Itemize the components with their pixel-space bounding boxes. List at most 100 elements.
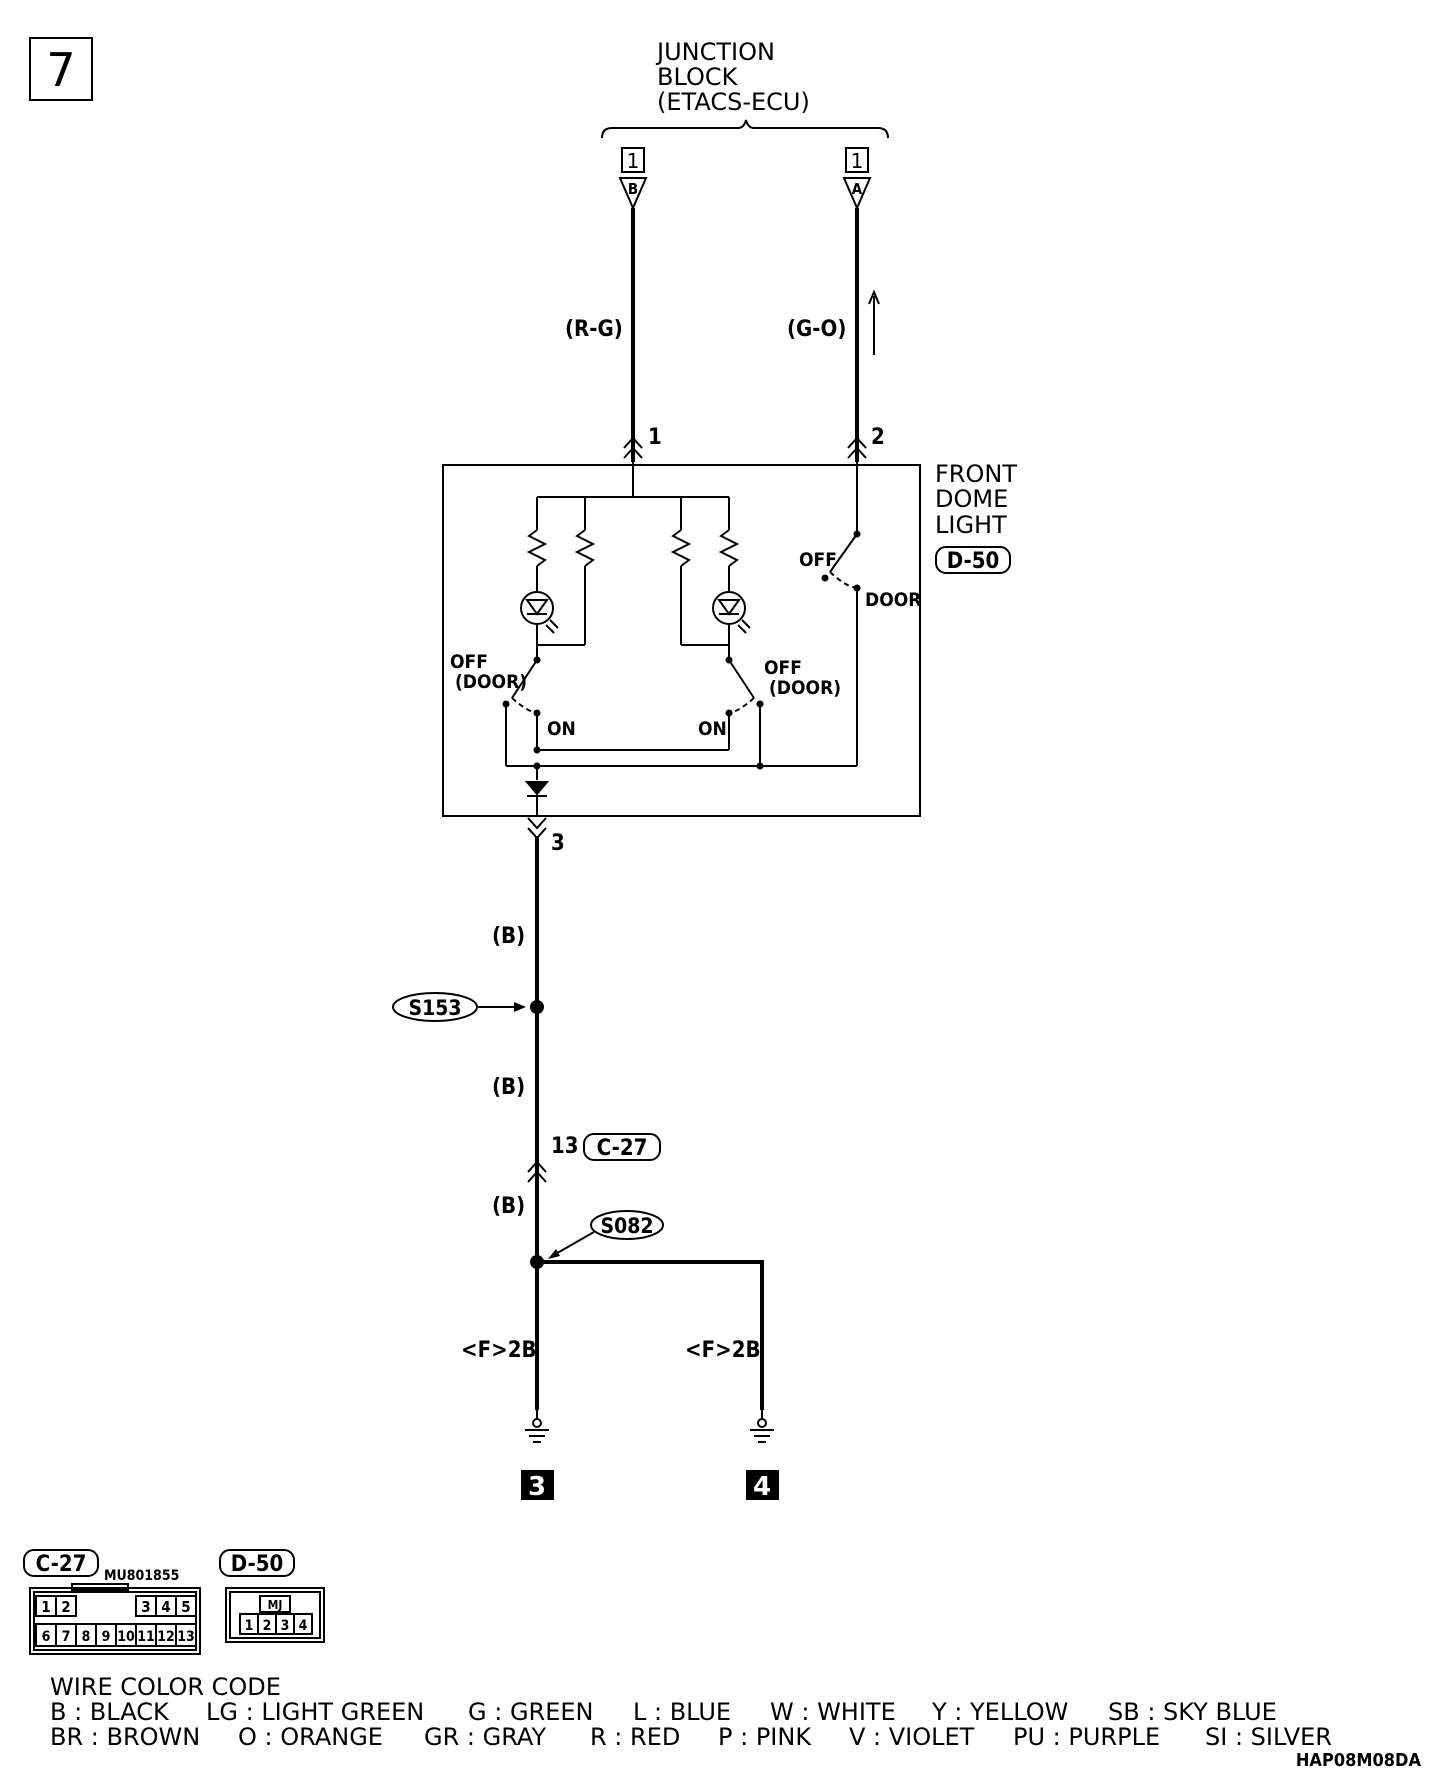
current-arrow bbox=[868, 289, 880, 355]
color-code-entry: B : BLACK bbox=[50, 1698, 170, 1726]
svg-text:4: 4 bbox=[161, 1598, 170, 1616]
svg-text:S082: S082 bbox=[600, 1214, 653, 1238]
svg-text:8: 8 bbox=[82, 1629, 91, 1645]
d50-pin-3: 3 bbox=[275, 1613, 295, 1635]
left-switch-on: ON bbox=[547, 718, 576, 740]
wire-color-right: (G-O) bbox=[787, 317, 846, 342]
connector-c27-badge: C-27 bbox=[583, 1133, 661, 1161]
connector-left-top: 1 B bbox=[618, 147, 648, 211]
door-switch-door: DOOR bbox=[865, 589, 921, 611]
svg-text:B: B bbox=[628, 180, 638, 198]
color-code-entry: V : VIOLET bbox=[849, 1723, 975, 1751]
right-switch-on: ON bbox=[698, 718, 727, 740]
pin-13-label: 13 bbox=[551, 1134, 579, 1159]
right-switch-door: (DOOR) bbox=[769, 677, 841, 699]
c27-pin-8: 8 bbox=[75, 1623, 97, 1647]
c27-pin-2: 2 bbox=[55, 1595, 77, 1617]
component-code-badge: D-50 bbox=[935, 546, 1011, 574]
resistor-4 bbox=[718, 529, 740, 567]
c27-pin-10: 10 bbox=[115, 1623, 137, 1647]
svg-text:1: 1 bbox=[41, 1598, 50, 1616]
pin-3-label: 3 bbox=[551, 831, 565, 856]
pin-marker-13 bbox=[527, 1160, 547, 1183]
c27-pin-1: 1 bbox=[35, 1595, 57, 1617]
c27-pin-5: 5 bbox=[175, 1595, 197, 1617]
color-code-entry: PU : PURPLE bbox=[1013, 1723, 1160, 1751]
c27-pin-6: 6 bbox=[35, 1623, 57, 1647]
svg-text:3: 3 bbox=[528, 1472, 546, 1502]
color-code-entry: LG : LIGHT GREEN bbox=[206, 1698, 424, 1726]
c27-pin-11: 11 bbox=[135, 1623, 157, 1647]
bulb-right bbox=[712, 591, 751, 634]
svg-text:5: 5 bbox=[181, 1598, 190, 1616]
color-code-entry: W : WHITE bbox=[770, 1698, 896, 1726]
svg-text:D-50: D-50 bbox=[231, 1552, 284, 1577]
svg-text:C-27: C-27 bbox=[36, 1552, 87, 1577]
svg-text:D-50: D-50 bbox=[947, 549, 1000, 574]
junction-line3: (ETACS-ECU) bbox=[657, 88, 810, 116]
junction-line1: JUNCTION bbox=[655, 38, 775, 66]
svg-text:1: 1 bbox=[851, 149, 864, 173]
pin-2-label: 2 bbox=[871, 425, 885, 450]
c27-pin-7: 7 bbox=[55, 1623, 77, 1647]
color-code-entry: L : BLUE bbox=[633, 1698, 731, 1726]
door-switch-off: OFF bbox=[799, 549, 837, 571]
c27-pin-12: 12 bbox=[155, 1623, 177, 1647]
ground-point-3: 3 bbox=[521, 1470, 554, 1502]
ground-symbol-right bbox=[750, 1410, 774, 1443]
pin-marker-2 bbox=[847, 436, 867, 459]
front-dome-light-box bbox=[442, 464, 921, 817]
color-code-entry: P : PINK bbox=[718, 1723, 812, 1751]
c27-pin-13: 13 bbox=[175, 1623, 197, 1647]
svg-text:4: 4 bbox=[753, 1472, 771, 1502]
ground-left-label: <F>2B bbox=[461, 1338, 537, 1363]
svg-text:6: 6 bbox=[42, 1629, 51, 1645]
svg-text:2: 2 bbox=[61, 1598, 70, 1616]
c27-pin-3: 3 bbox=[135, 1595, 157, 1617]
page-number: 7 bbox=[46, 43, 75, 97]
junction-line2: BLOCK bbox=[657, 63, 739, 91]
right-switch-off: OFF bbox=[764, 657, 802, 679]
wire-black-branch bbox=[537, 1260, 764, 1410]
diode bbox=[524, 781, 550, 796]
pin-1-label: 1 bbox=[648, 425, 662, 450]
svg-text:4: 4 bbox=[299, 1618, 308, 1634]
wire-color-b3: (B) bbox=[492, 1194, 525, 1219]
svg-text:3: 3 bbox=[281, 1618, 290, 1634]
svg-text:S153: S153 bbox=[408, 996, 461, 1020]
wire-color-b1: (B) bbox=[492, 924, 525, 949]
svg-text:MJ: MJ bbox=[268, 1598, 283, 1612]
color-code-entry: G : GREEN bbox=[468, 1698, 594, 1726]
component-line3: LIGHT bbox=[935, 511, 1007, 539]
svg-text:7: 7 bbox=[62, 1629, 71, 1645]
color-code-entry: SI : SILVER bbox=[1205, 1723, 1332, 1751]
resistor-3 bbox=[670, 529, 692, 567]
svg-text:9: 9 bbox=[102, 1629, 111, 1645]
color-code-entry: GR : GRAY bbox=[424, 1723, 546, 1751]
c27-pin-9: 9 bbox=[95, 1623, 117, 1647]
svg-text:C-27: C-27 bbox=[597, 1136, 648, 1161]
d50-pin-1: 1 bbox=[239, 1613, 259, 1635]
color-code-entry: SB : SKY BLUE bbox=[1108, 1698, 1277, 1726]
wire-color-left: (R-G) bbox=[565, 317, 623, 342]
color-code-entry: BR : BROWN bbox=[50, 1723, 200, 1751]
color-code-entry: O : ORANGE bbox=[238, 1723, 383, 1751]
svg-text:1: 1 bbox=[245, 1618, 254, 1634]
resistor-1 bbox=[526, 529, 548, 567]
splice-s082: S082 bbox=[530, 1210, 664, 1269]
junction-block-label: JUNCTION BLOCK (ETACS-ECU) bbox=[601, 38, 889, 139]
component-line2: DOME bbox=[935, 485, 1008, 513]
page-number-box: 7 bbox=[29, 37, 93, 101]
svg-text:2: 2 bbox=[263, 1618, 272, 1634]
svg-text:MU801855: MU801855 bbox=[104, 1568, 179, 1584]
d50-pin-2: 2 bbox=[257, 1613, 277, 1635]
svg-text:A: A bbox=[852, 180, 863, 198]
pin-marker-1 bbox=[623, 436, 643, 459]
splice-s153: S153 bbox=[392, 992, 544, 1022]
dome-light-internal-circuit bbox=[502, 462, 861, 816]
wire-color-b2: (B) bbox=[492, 1075, 525, 1100]
ground-point-4: 4 bbox=[746, 1470, 779, 1502]
